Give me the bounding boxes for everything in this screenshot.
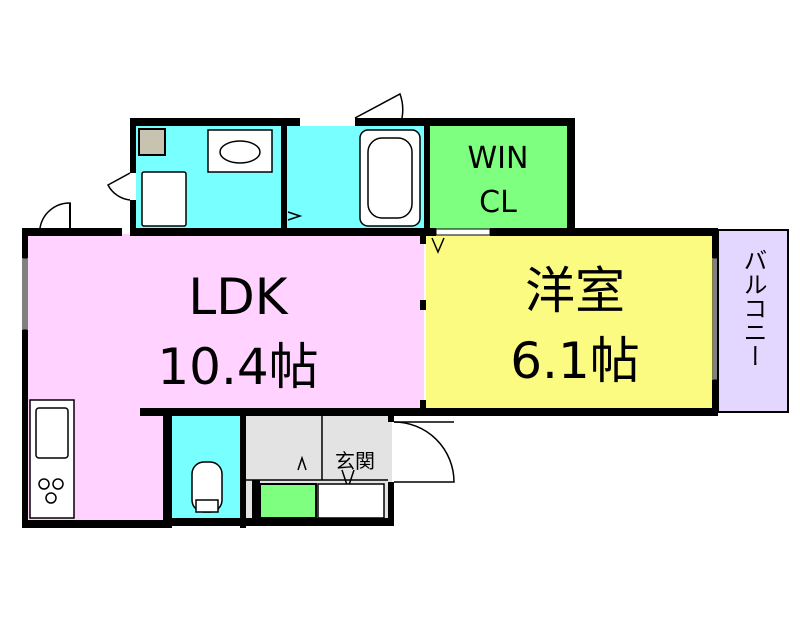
fixtures xyxy=(29,129,421,519)
western-label: 洋室 xyxy=(525,262,625,320)
closet-label-line1: WIN xyxy=(468,141,529,176)
small-storage xyxy=(138,128,166,156)
entrance-label: 玄関 xyxy=(335,449,375,473)
balcony xyxy=(717,229,789,413)
ldk-label: LDK xyxy=(188,268,288,326)
windows xyxy=(22,228,718,381)
western-room xyxy=(426,234,714,410)
walk-in-closet xyxy=(429,126,567,232)
ldk-size: 10.4帖 xyxy=(157,338,318,396)
shoe-cabinet xyxy=(259,483,317,519)
balcony-label: バルコニー xyxy=(739,248,767,368)
ldk-room xyxy=(28,234,424,520)
laundry-pan xyxy=(141,171,187,227)
western-size: 6.1帖 xyxy=(510,332,640,390)
walls xyxy=(22,118,718,528)
closet-label-line2: CL xyxy=(479,185,517,220)
doors xyxy=(39,92,455,491)
